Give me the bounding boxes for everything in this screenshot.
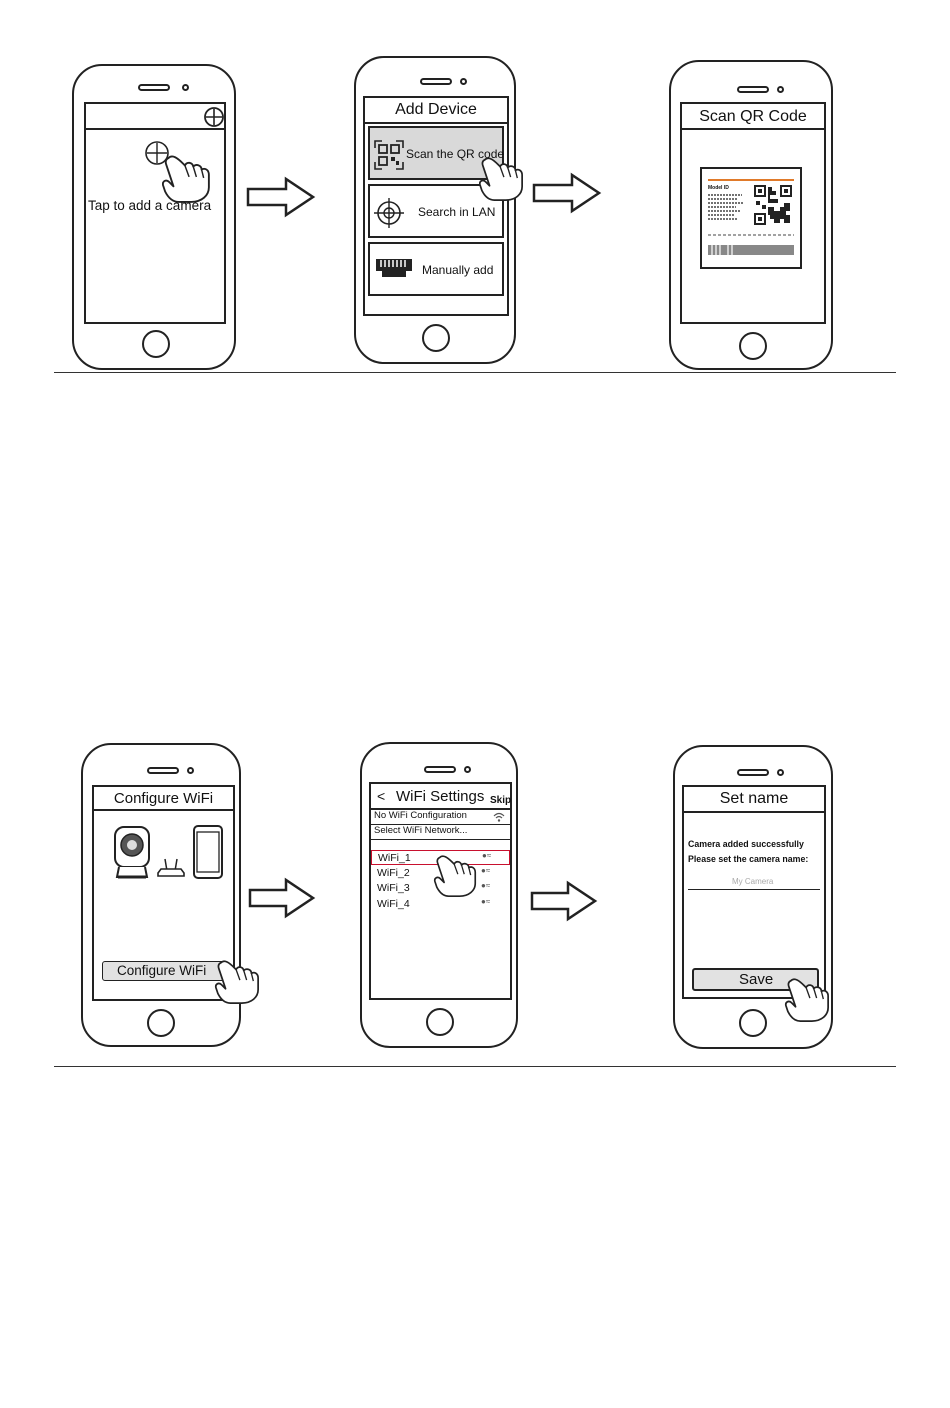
qr-code-icon — [754, 185, 792, 225]
speaker-icon — [147, 767, 179, 774]
camera-dot-icon — [182, 84, 189, 91]
screen-title: Scan QR Code — [682, 104, 824, 130]
wifi-icon — [493, 812, 505, 822]
network-name: WiFi_2 — [377, 867, 410, 879]
home-button — [142, 330, 170, 358]
option-manual-add[interactable]: Manually add — [368, 242, 504, 296]
hand-pointer-icon — [433, 855, 477, 897]
smartphone-icon — [193, 825, 223, 879]
camera-dot-icon — [460, 78, 467, 85]
screen-title: Configure WiFi — [94, 787, 233, 811]
home-button — [426, 1008, 454, 1036]
network-item[interactable]: WiFi_3 ●≈ — [371, 881, 510, 896]
screen: Add Device Scan the QR code Search in LA… — [363, 96, 523, 316]
right-arrow-icon — [532, 172, 602, 214]
crosshair-icon — [374, 198, 404, 228]
name-prompt: Please set the camera name: — [688, 854, 809, 864]
divider — [54, 1066, 896, 1067]
option-label: Scan the QR code — [406, 147, 505, 161]
row-label: Select WiFi Network... — [374, 825, 468, 836]
top-bar — [371, 784, 510, 810]
camera-dot-icon — [777, 86, 784, 93]
label-title: Model ID — [708, 185, 729, 191]
phone-configure-wifi: Configure WiFi Configure WiFi — [81, 743, 259, 1047]
ethernet-icon — [376, 259, 412, 277]
top-bar — [86, 104, 224, 130]
camera-dot-icon — [464, 766, 471, 773]
phone-set-name: Set name Camera added successfully Pleas… — [673, 745, 833, 1049]
speaker-icon — [420, 78, 452, 85]
speaker-icon — [737, 769, 769, 776]
camera-dot-icon — [777, 769, 784, 776]
home-button — [739, 332, 767, 360]
configure-wifi-button[interactable]: Configure WiFi — [102, 961, 226, 981]
home-button — [422, 324, 450, 352]
screen-title: Add Device — [365, 98, 507, 124]
skip-button[interactable]: Skip — [490, 795, 512, 806]
right-arrow-icon — [530, 880, 598, 922]
add-camera-hint: Tap to add a camera — [88, 198, 212, 213]
back-button[interactable]: < — [377, 788, 386, 804]
select-network-row: Select WiFi Network... — [371, 825, 510, 840]
lock-wifi-icon: ●≈ — [481, 866, 491, 875]
add-circle-icon[interactable] — [203, 106, 225, 128]
option-label: Manually add — [422, 263, 494, 277]
no-wifi-config-row[interactable]: No WiFi Configuration — [371, 810, 510, 825]
camera-icon — [114, 826, 150, 879]
home-button — [147, 1009, 175, 1037]
option-scan-qr[interactable]: Scan the QR code — [368, 126, 504, 180]
button-label: Save — [739, 971, 774, 988]
network-item[interactable]: WiFi_4 ●≈ — [371, 897, 510, 912]
screen: < WiFi Settings Skip No WiFi Configurati… — [369, 782, 512, 1000]
speaker-icon — [138, 84, 170, 91]
row-label: No WiFi Configuration — [374, 810, 467, 821]
option-search-lan[interactable]: Search in LAN — [368, 184, 504, 238]
lock-wifi-icon: ●≈ — [482, 851, 492, 860]
divider — [54, 372, 896, 373]
speaker-icon — [737, 86, 769, 93]
save-button[interactable]: Save — [692, 968, 819, 991]
phone-add-camera: Tap to add a camera — [72, 64, 236, 370]
network-name: WiFi_4 — [377, 898, 410, 910]
screen: Configure WiFi Configure WiFi — [92, 785, 259, 1004]
barcode-icon — [708, 234, 794, 255]
qr-label-card: Model ID — [700, 167, 802, 269]
input-placeholder: My Camera — [732, 877, 774, 886]
add-circle-icon — [145, 141, 169, 165]
label-text-lines — [708, 194, 744, 220]
hand-pointer-icon — [214, 960, 259, 1004]
phone-wifi-settings: < WiFi Settings Skip No WiFi Configurati… — [360, 742, 518, 1048]
camera-name-input[interactable]: My Camera — [688, 873, 820, 890]
camera-dot-icon — [187, 767, 194, 774]
screen-title: Set name — [684, 787, 824, 813]
speaker-icon — [424, 766, 456, 773]
lock-wifi-icon: ●≈ — [481, 897, 491, 906]
home-button — [739, 1009, 767, 1037]
network-name: WiFi_1 — [378, 852, 411, 864]
option-label: Search in LAN — [418, 205, 496, 219]
screen: Scan QR Code Model ID — [680, 102, 826, 324]
router-icon — [157, 858, 185, 877]
network-item[interactable]: WiFi_2 ●≈ — [371, 866, 510, 881]
hand-pointer-icon — [162, 155, 210, 203]
right-arrow-icon — [246, 176, 316, 218]
screen: Tap to add a camera — [84, 102, 226, 324]
label-accent-line — [708, 179, 794, 181]
phone-add-device: Add Device Scan the QR code Search in LA… — [354, 56, 523, 364]
hand-pointer-icon — [784, 978, 829, 1022]
button-label: Configure WiFi — [117, 963, 207, 978]
success-message: Camera added successfully — [688, 839, 804, 849]
phone-scan-qr: Scan QR Code Model ID — [669, 60, 833, 370]
screen-title: WiFi Settings — [396, 788, 485, 805]
screen: Set name Camera added successfully Pleas… — [682, 785, 829, 1022]
network-name: WiFi_3 — [377, 882, 410, 894]
right-arrow-icon — [248, 877, 316, 919]
hand-pointer-icon — [479, 157, 523, 201]
qr-code-icon — [374, 140, 404, 170]
lock-wifi-icon: ●≈ — [481, 881, 491, 890]
